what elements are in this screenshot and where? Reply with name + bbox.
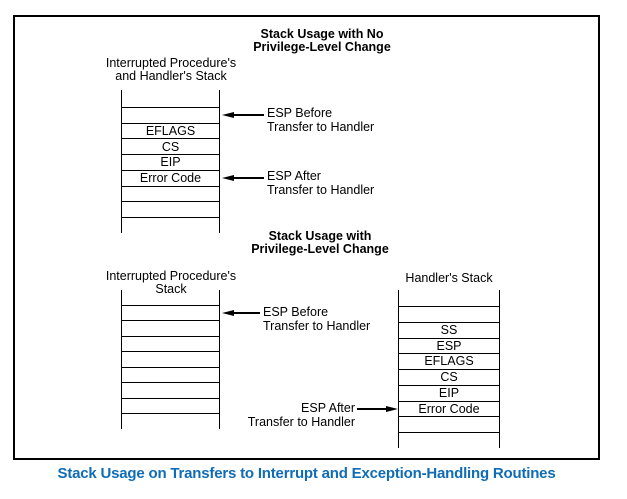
plc-esp-after-arrow — [357, 405, 398, 413]
stack-row: ESP — [399, 337, 499, 354]
figure-border — [13, 15, 600, 460]
esp-before-line2: Transfer to Handler — [267, 119, 375, 134]
plc-title-line2: Privilege-Level Change — [251, 241, 389, 256]
stack-row: SS — [399, 321, 499, 338]
no-plc-esp-after-label: ESP After Transfer to Handler — [267, 169, 375, 197]
no-plc-stack-label: Interrupted Procedure's and Handler's St… — [96, 57, 246, 82]
no-plc-title-line1: Stack Usage with No — [260, 27, 384, 41]
arrow-line — [234, 177, 264, 179]
stack-row — [122, 382, 219, 397]
plc-title: Stack Usage with Privilege-Level Change — [220, 230, 420, 255]
stack-row: EIP — [399, 384, 499, 401]
no-plc-title-line2: Privilege-Level Change — [253, 39, 391, 54]
stack-row — [399, 416, 499, 432]
no-plc-esp-before-arrow — [222, 111, 264, 119]
stack-row: EFLAGS — [122, 122, 219, 139]
stack-row — [122, 305, 219, 320]
esp-after-line2: Transfer to Handler — [267, 182, 375, 197]
plc-right-stack-label: Handler's Stack — [405, 271, 493, 285]
stack-row — [122, 107, 219, 123]
stack-row — [122, 366, 219, 382]
stack-row — [399, 306, 499, 322]
no-plc-title: Stack Usage with No Privilege-Level Chan… — [222, 28, 422, 53]
plc-esp-after-label: ESP After Transfer to Handler — [240, 401, 355, 429]
stack-row: CS — [399, 369, 499, 385]
no-plc-esp-before-label: ESP Before Transfer to Handler — [267, 106, 375, 134]
stack-row — [122, 320, 219, 335]
arrow-line — [234, 114, 264, 116]
stack-row — [122, 397, 219, 413]
esp-before-line1: ESP Before — [267, 106, 333, 120]
plc-left-stack-rows — [122, 305, 219, 414]
stack-row: CS — [122, 138, 219, 154]
plc-left-stack — [121, 290, 220, 429]
plc-left-stack-label-line2: Stack — [155, 281, 187, 296]
plc-left-stack-label-line1: Interrupted Procedure's — [105, 269, 237, 283]
esp-before-line2: Transfer to Handler — [263, 318, 371, 333]
arrowhead-left-icon — [222, 175, 234, 181]
no-plc-stack-label-line2: and Handler's Stack — [115, 68, 227, 83]
arrowhead-right-icon — [386, 406, 398, 412]
arrowhead-left-icon — [222, 310, 234, 316]
stack-row — [122, 201, 219, 217]
arrow-line — [357, 408, 386, 410]
esp-before-line1: ESP Before — [263, 305, 329, 319]
plc-left-stack-label: Interrupted Procedure's Stack — [96, 270, 246, 295]
arrowhead-left-icon — [222, 112, 234, 118]
stack-row: Error Code — [122, 169, 219, 186]
no-plc-esp-after-arrow — [222, 174, 264, 182]
esp-after-line1: ESP After — [267, 169, 321, 183]
stack-row — [122, 351, 219, 366]
plc-esp-before-label: ESP Before Transfer to Handler — [263, 305, 371, 333]
esp-after-line1: ESP After — [301, 401, 355, 415]
stack-row: EFLAGS — [399, 353, 499, 369]
stack-row — [122, 185, 219, 202]
stack-row: Error Code — [399, 400, 499, 417]
no-plc-stack-label-line1: Interrupted Procedure's — [105, 56, 237, 70]
arrow-line — [234, 312, 260, 314]
stack-row: EIP — [122, 154, 219, 170]
stack-row — [122, 335, 219, 351]
esp-after-line2: Transfer to Handler — [247, 414, 355, 429]
plc-esp-before-arrow — [222, 309, 260, 317]
figure-caption: Stack Usage on Transfers to Interrupt an… — [57, 465, 556, 482]
plc-title-line1: Stack Usage with — [268, 229, 372, 243]
